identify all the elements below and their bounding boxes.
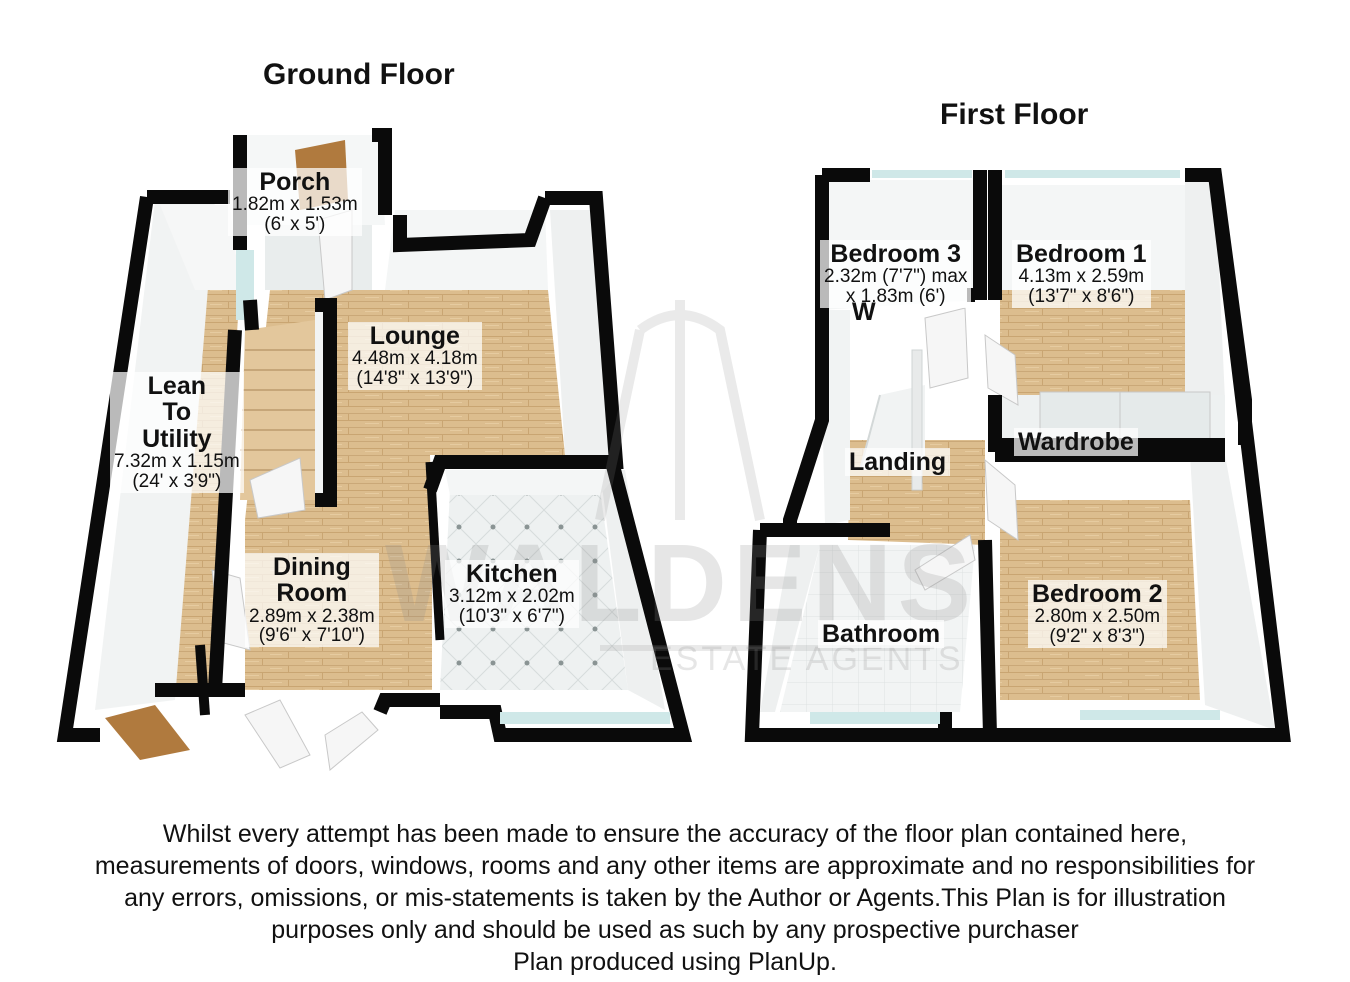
kitchen-label: Kitchen 3.12m x 2.02m (10'3" x 6'7") (445, 560, 579, 629)
bedroom2-dim-imperial: (9'2" x 8'3") (1049, 626, 1146, 648)
bathroom-left-wall (760, 545, 820, 712)
landing-label: Landing (845, 448, 951, 477)
lounge-door (249, 457, 306, 519)
wardrobe-label: Wardrobe (1014, 428, 1138, 457)
bedroom1-name: Bedroom 1 (1016, 240, 1147, 268)
disclaimer-line-4: purposes only and should be used as such… (271, 916, 1079, 944)
lounge-label: Lounge 4.48m x 4.18m (14'8" x 13'9") (348, 322, 482, 391)
bathroom-name: Bathroom (822, 620, 941, 648)
lean-to-label: Lean To Utility 7.32m x 1.15m (24' x 3'9… (110, 372, 244, 493)
lounge-name: Lounge (369, 322, 460, 350)
wardrobe-name: Wardrobe (1018, 428, 1134, 456)
dining-name-line1: Dining (272, 553, 351, 581)
bedroom2-label: Bedroom 2 2.80m x 2.50m (9'2" x 8'3") (1028, 580, 1167, 649)
bedroom3-door (924, 307, 969, 389)
bedroom1-window-top (1005, 170, 1180, 178)
dining-dim-metric: 2.89m x 2.38m (249, 605, 375, 627)
bedroom3-name: Bedroom 3 (830, 240, 961, 268)
kitchen-back-wall (445, 470, 620, 495)
bedroom3-w-mark: W (852, 298, 876, 326)
bedroom1-dim-metric: 4.13m x 2.59m (1018, 266, 1145, 288)
watermark-logo (595, 300, 930, 651)
lean-to-dim-imperial: (24' x 3'9") (132, 470, 222, 492)
bedroom2-door (984, 458, 1019, 541)
kitchen-right-wall (600, 470, 665, 710)
kitchen-name: Kitchen (465, 560, 558, 588)
disclaimer-line-5: Plan produced using PlanUp. (513, 948, 837, 976)
bedroom1-right-wall (1185, 180, 1225, 400)
porch-name: Porch (259, 168, 331, 196)
lean-to-name-line2: To (162, 398, 192, 427)
disclaimer: Whilst every attempt has been made to en… (0, 818, 1350, 978)
rear-window-door-1 (244, 699, 311, 769)
bedroom1-dim-imperial: (13'7" x 8'6") (1028, 286, 1135, 308)
landing-name: Landing (849, 448, 947, 476)
kitchen-dim-metric: 3.12m x 2.02m (449, 586, 575, 608)
bedroom1-label: Bedroom 1 4.13m x 2.59m (13'7" x 8'6") (1012, 240, 1151, 309)
rear-window-door-2 (324, 711, 379, 771)
porch-dim-metric: 1.82m x 1.53m (232, 194, 358, 216)
bedroom1-door (984, 334, 1019, 406)
bedroom2-dim-metric: 2.80m x 2.50m (1034, 606, 1161, 628)
bedroom3-dim-line1: 2.32m (7'7") max (824, 266, 968, 288)
bedroom1-floor (1000, 290, 1188, 395)
bedroom2-window-bottom (1080, 710, 1220, 720)
kitchen-partition (425, 461, 445, 641)
lounge-dim-imperial: (14'8" x 13'9") (356, 368, 474, 390)
porch-dim-imperial: (6' x 5') (264, 214, 326, 236)
bathroom-door (914, 534, 976, 591)
dining-label: Dining Room 2.89m x 2.38m (9'6" x 7'10") (245, 553, 379, 648)
first-floor-window-top (872, 170, 972, 178)
disclaimer-line-1: Whilst every attempt has been made to en… (162, 820, 1188, 848)
dining-dim-imperial: (9'6" x 7'10") (258, 625, 365, 647)
lean-to-name-line1: Lean (147, 372, 207, 400)
bedroom2-right-wall (1190, 455, 1275, 730)
ground-floor-title: Ground Floor (263, 58, 455, 91)
bedroom2-name: Bedroom 2 (1032, 580, 1163, 608)
bedroom3-dim-line2: x 1.83m (6') (845, 286, 946, 308)
porch-label: Porch 1.82m x 1.53m (6' x 5') (228, 168, 362, 237)
bathroom-label: Bathroom (818, 620, 945, 649)
lean-to-back-wall (160, 205, 240, 290)
kitchen-dim-imperial: (10'3" x 6'7") (458, 606, 565, 628)
kitchen-window-bottom (500, 712, 670, 724)
dining-partition (195, 644, 210, 716)
lean-to-dim-metric: 7.32m x 1.15m (114, 450, 240, 472)
lounge-back-wall (385, 210, 548, 290)
lean-to-rear-door (105, 705, 190, 760)
disclaimer-line-3: any errors, omissions, or mis-statements… (124, 884, 1226, 912)
dining-name-line2: Room (276, 579, 348, 608)
bedroom3-label: Bedroom 3 2.32m (7'7") max x 1.83m (6') (820, 240, 972, 309)
first-floor-title: First Floor (940, 98, 1089, 131)
disclaimer-line-2: measurements of doors, windows, rooms an… (94, 852, 1256, 880)
lean-to-name-line3: Utility (142, 424, 212, 453)
bathroom-window-bottom (810, 712, 940, 724)
lounge-dim-metric: 4.48m x 4.18m (352, 348, 478, 370)
bedroom3-wardrobe-marker: W (848, 298, 880, 326)
